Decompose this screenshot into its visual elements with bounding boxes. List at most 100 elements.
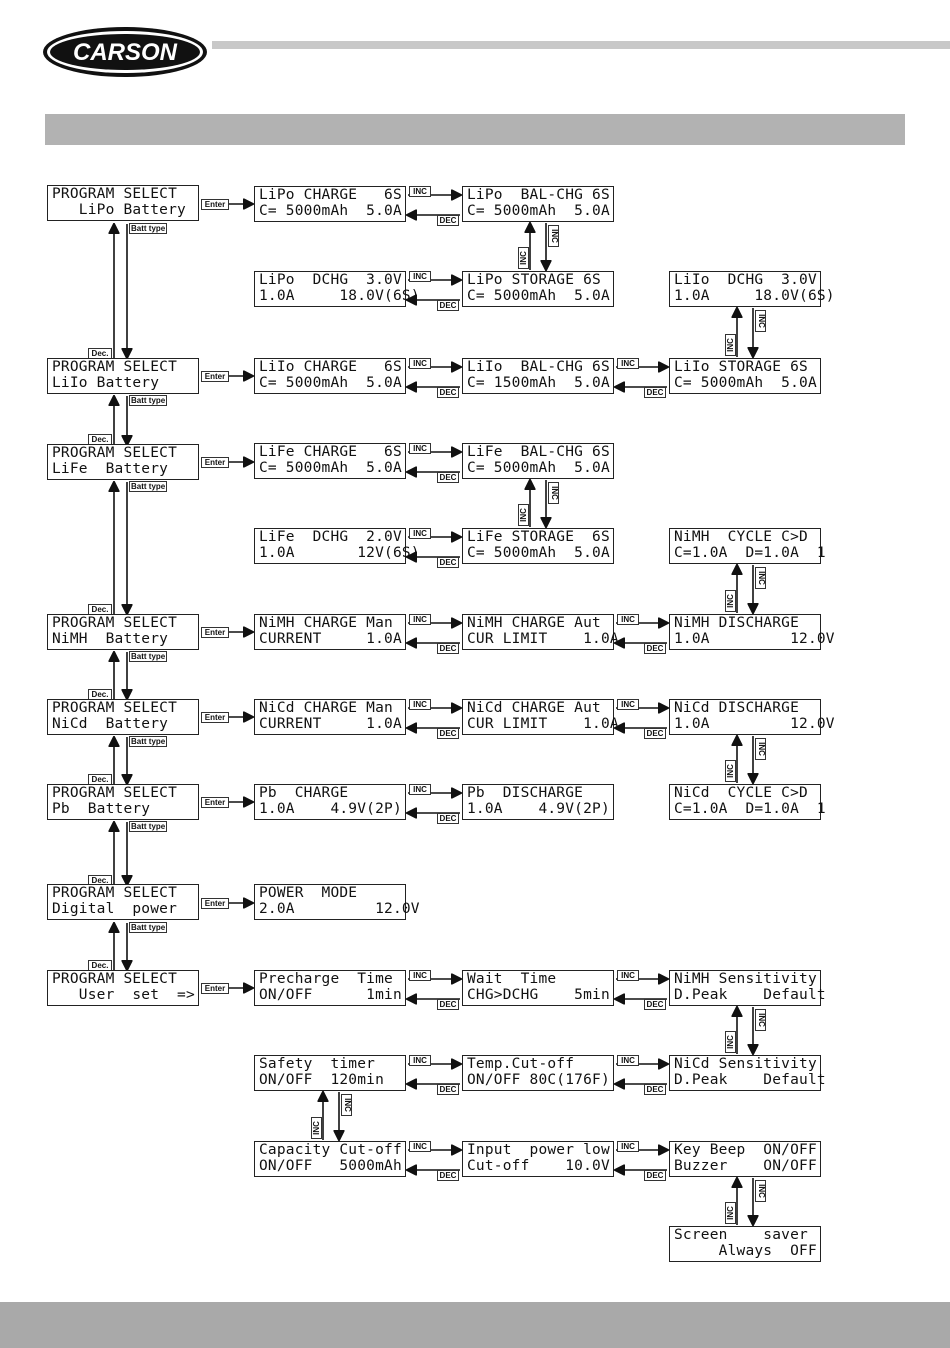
inc-tag: INC <box>725 760 736 782</box>
lcd-line-1: LiPo DCHG 3.0V <box>259 272 402 288</box>
header-rule <box>212 41 950 49</box>
lcd-line-1: Capacity Cut-off <box>259 1142 402 1158</box>
lcd-line-2: 1.0A 4.9V(2P) <box>467 801 610 817</box>
dec-tag: DEC <box>644 643 666 654</box>
lcd-line-1: Precharge Time <box>259 971 393 987</box>
inc-tag-label: INC <box>725 1206 735 1220</box>
lcd-line-1: Temp.Cut-off <box>467 1056 575 1072</box>
lcd-line-2: ON/OFF 120min <box>259 1072 385 1088</box>
lcd-screen-prog-user: PROGRAM SELECT User set => <box>47 970 199 1006</box>
inc-tag: INC <box>755 738 766 760</box>
batt-type-tag: Batt type <box>129 481 167 492</box>
batt-type-tag: Batt type <box>129 651 167 662</box>
lcd-line-2: C= 5000mAh 5.0A <box>259 375 402 391</box>
footer-bar <box>0 1302 950 1348</box>
inc-tag-label: INC <box>518 251 528 265</box>
lcd-line-2: CURRENT 1.0A <box>259 716 402 732</box>
dec-tag: DEC <box>644 999 666 1010</box>
lcd-line-1: Key Beep ON/OFF <box>674 1142 817 1158</box>
batt-type-tag: Batt type <box>129 736 167 747</box>
dec-tag: DEC <box>644 728 666 739</box>
inc-tag: INC <box>617 614 639 625</box>
lcd-line-1: LiPo BAL-CHG 6S <box>467 187 610 203</box>
lcd-line-1: LiFe BAL-CHG 6S <box>467 444 610 460</box>
lcd-line-1: NiCd DISCHARGE <box>674 700 800 716</box>
dec-tag: DEC <box>437 387 459 398</box>
lcd-line-2: CUR LIMIT 1.0A <box>467 716 619 732</box>
lcd-line-2: 1.0A 12V(6S) <box>259 545 420 561</box>
lcd-line-1: PROGRAM SELECT <box>52 615 178 631</box>
lcd-line-2: D.Peak Default <box>674 987 826 1003</box>
lcd-line-2: C= 5000mAh 5.0A <box>674 375 817 391</box>
inc-tag: INC <box>755 1009 766 1031</box>
lcd-line-1: Screen saver <box>674 1227 808 1243</box>
inc-tag: INC <box>518 504 529 526</box>
lcd-line-1: Input power low <box>467 1142 610 1158</box>
dec-tag: DEC <box>644 387 666 398</box>
lcd-line-2: C= 5000mAh 5.0A <box>467 288 610 304</box>
inc-tag-label: INC <box>725 594 735 608</box>
lcd-line-1: LiFe CHARGE 6S <box>259 444 402 460</box>
lcd-line-2: ON/OFF 5000mAh <box>259 1158 402 1174</box>
dec-tag: DEC <box>437 813 459 824</box>
dec-tag: DEC <box>644 1170 666 1181</box>
lcd-line-2: 2.0A 12.0V <box>259 901 420 917</box>
enter-tag: Enter <box>201 371 229 382</box>
lcd-line-2: LiIo Battery <box>52 375 160 391</box>
lcd-line-1: Safety timer <box>259 1056 376 1072</box>
lcd-line-2: 1.0A 18.0V(6S) <box>259 288 420 304</box>
inc-tag-label: INC <box>725 1035 735 1049</box>
inc-tag-label: INC <box>342 1098 352 1112</box>
lcd-line-2: C= 5000mAh 5.0A <box>259 460 402 476</box>
lcd-line-2: Cut-off 10.0V <box>467 1158 610 1174</box>
lcd-line-1: PROGRAM SELECT <box>52 186 178 202</box>
enter-tag: Enter <box>201 898 229 909</box>
inc-tag: INC <box>341 1094 352 1116</box>
inc-tag: INC <box>755 567 766 589</box>
inc-tag-label: INC <box>725 338 735 352</box>
inc-tag: INC <box>548 225 559 247</box>
lcd-line-2: 1.0A 4.9V(2P) <box>259 801 402 817</box>
inc-tag: INC <box>617 699 639 710</box>
dec-tag: DEC <box>437 300 459 311</box>
lcd-line-1: LiFe DCHG 2.0V <box>259 529 402 545</box>
inc-tag: INC <box>409 1055 431 1066</box>
inc-tag: INC <box>617 1055 639 1066</box>
lcd-line-2: CURRENT 1.0A <box>259 631 402 647</box>
inc-tag: INC <box>725 334 736 356</box>
dec-tag: DEC <box>437 472 459 483</box>
inc-tag: INC <box>755 1180 766 1202</box>
dec-tag: DEC <box>437 557 459 568</box>
enter-tag: Enter <box>201 797 229 808</box>
lcd-line-1: NiMH DISCHARGE <box>674 615 800 631</box>
lcd-line-1: LiIo CHARGE 6S <box>259 359 402 375</box>
lcd-line-1: POWER MODE <box>259 885 358 901</box>
lcd-line-2: D.Peak Default <box>674 1072 826 1088</box>
inc-tag: INC <box>409 1141 431 1152</box>
dec-tag: DEC <box>437 643 459 654</box>
lcd-line-2: C= 1500mAh 5.0A <box>467 375 610 391</box>
lcd-line-1: LiIo DCHG 3.0V <box>674 272 817 288</box>
batt-type-tag: Batt type <box>129 922 167 933</box>
lcd-line-2: C= 5000mAh 5.0A <box>259 203 402 219</box>
inc-tag: INC <box>409 528 431 539</box>
lcd-line-1: PROGRAM SELECT <box>52 359 178 375</box>
lcd-line-1: Pb CHARGE <box>259 785 349 801</box>
batt-type-tag: Batt type <box>129 395 167 406</box>
lcd-screen-screen-saver: Screen saver Always OFF <box>669 1226 821 1262</box>
